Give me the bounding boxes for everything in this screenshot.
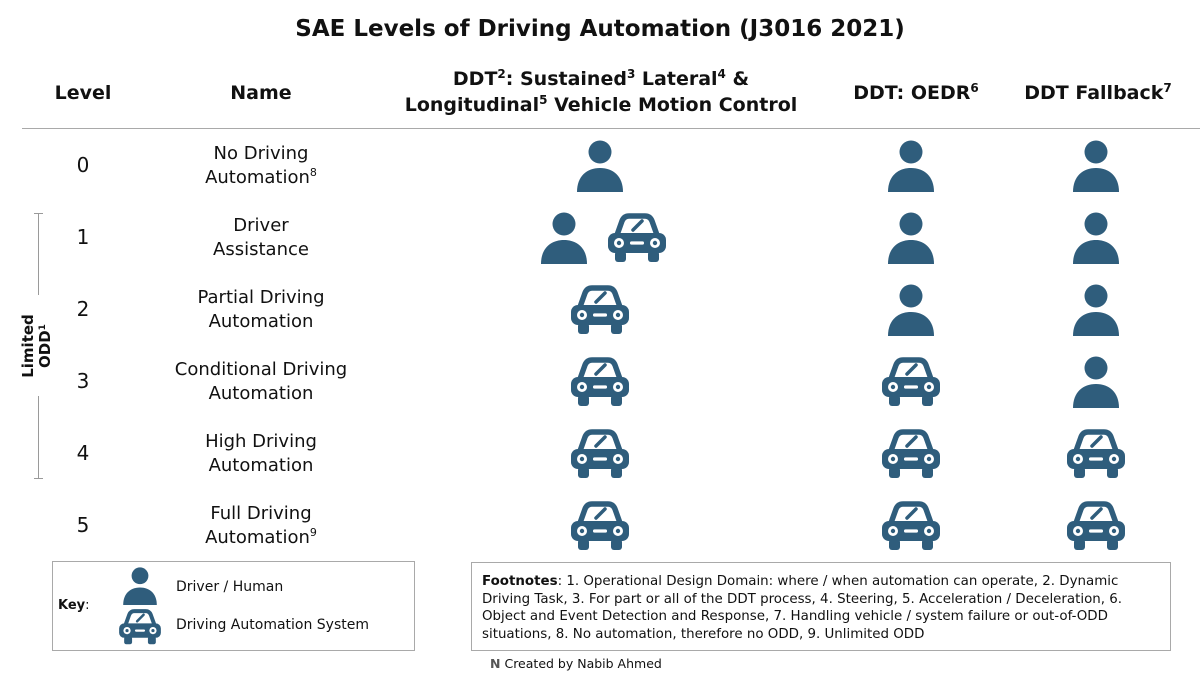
header-fallback: DDT Fallback7: [1024, 81, 1172, 104]
footnotes-label: Footnotes: [482, 574, 558, 589]
car-icon: [881, 429, 941, 479]
car-icon-graphic: [571, 429, 629, 478]
person-icon-graphic: [888, 212, 934, 264]
odd-label: Limited ODD1: [19, 314, 54, 378]
header-ddt-motion: DDT2: Sustained3 Lateral4 & Longitudinal…: [380, 66, 822, 118]
level-number: 2: [76, 297, 90, 321]
car-icon-graphic: [882, 357, 940, 406]
header-level: Level: [54, 82, 112, 104]
person-icon-graphic: [1073, 212, 1119, 264]
person-icon-graphic: [1073, 140, 1119, 192]
footnotes-text: : 1. Operational Design Domain: where / …: [482, 574, 1123, 642]
level-number: 5: [76, 513, 90, 537]
person-icon: [1072, 212, 1120, 264]
key-system-text: Driving Automation System: [176, 617, 370, 633]
car-icon-graphic: [882, 501, 940, 550]
level-number: 0: [76, 153, 90, 177]
person-icon: [887, 284, 935, 336]
person-icon: [540, 212, 588, 264]
person-icon: [1072, 140, 1120, 192]
odd-bracket-upper: [38, 213, 39, 295]
car-icon: [1066, 501, 1126, 551]
car-icon: [881, 357, 941, 407]
person-icon-graphic: [577, 140, 623, 192]
key-box: [52, 561, 415, 651]
header-name: Name: [230, 82, 292, 104]
key-driver-text: Driver / Human: [176, 579, 284, 595]
car-icon: [607, 213, 667, 263]
car-icon-graphic: [1067, 429, 1125, 478]
car-icon: [570, 357, 630, 407]
person-icon: [576, 140, 624, 192]
key-car-icon: [118, 609, 162, 645]
level-number: 3: [76, 369, 90, 393]
header-ddt-motion-line1: DDT2: Sustained3 Lateral4 &: [452, 67, 750, 90]
person-icon-graphic: [888, 284, 934, 336]
car-icon-graphic: [608, 213, 666, 262]
key-label: Key:: [58, 598, 90, 613]
car-icon: [1066, 429, 1126, 479]
car-icon-graphic: [882, 429, 940, 478]
header-divider: [22, 128, 1200, 129]
person-icon: [1072, 356, 1120, 408]
person-icon-graphic: [541, 212, 587, 264]
person-icon: [1072, 284, 1120, 336]
person-icon-graphic: [1073, 284, 1119, 336]
key-person-icon: [122, 567, 158, 605]
car-icon: [881, 501, 941, 551]
car-icon-graphic: [571, 501, 629, 550]
person-icon-graphic: [888, 140, 934, 192]
header-oedr: DDT: OEDR6: [853, 81, 979, 104]
car-icon-graphic: [571, 357, 629, 406]
header-ddt-motion-line2: Longitudinal5 Vehicle Motion Control: [404, 93, 798, 116]
credit-text: Created by Nabib Ahmed: [504, 656, 662, 671]
person-icon: [887, 212, 935, 264]
odd-bracket-bottom: [34, 478, 43, 479]
car-icon-graphic: [1067, 501, 1125, 550]
author-logo-icon: N: [490, 656, 501, 671]
odd-bracket-lower: [38, 396, 39, 478]
car-icon: [570, 429, 630, 479]
car-icon-graphic: [571, 285, 629, 334]
person-icon: [887, 140, 935, 192]
level-number: 1: [76, 225, 90, 249]
page-title: SAE Levels of Driving Automation (J3016 …: [295, 16, 905, 42]
car-icon: [570, 501, 630, 551]
person-icon-graphic: [1073, 356, 1119, 408]
car-icon: [570, 285, 630, 335]
footnotes-box: Footnotes: 1. Operational Design Domain:…: [471, 562, 1171, 651]
level-number: 4: [76, 441, 90, 465]
